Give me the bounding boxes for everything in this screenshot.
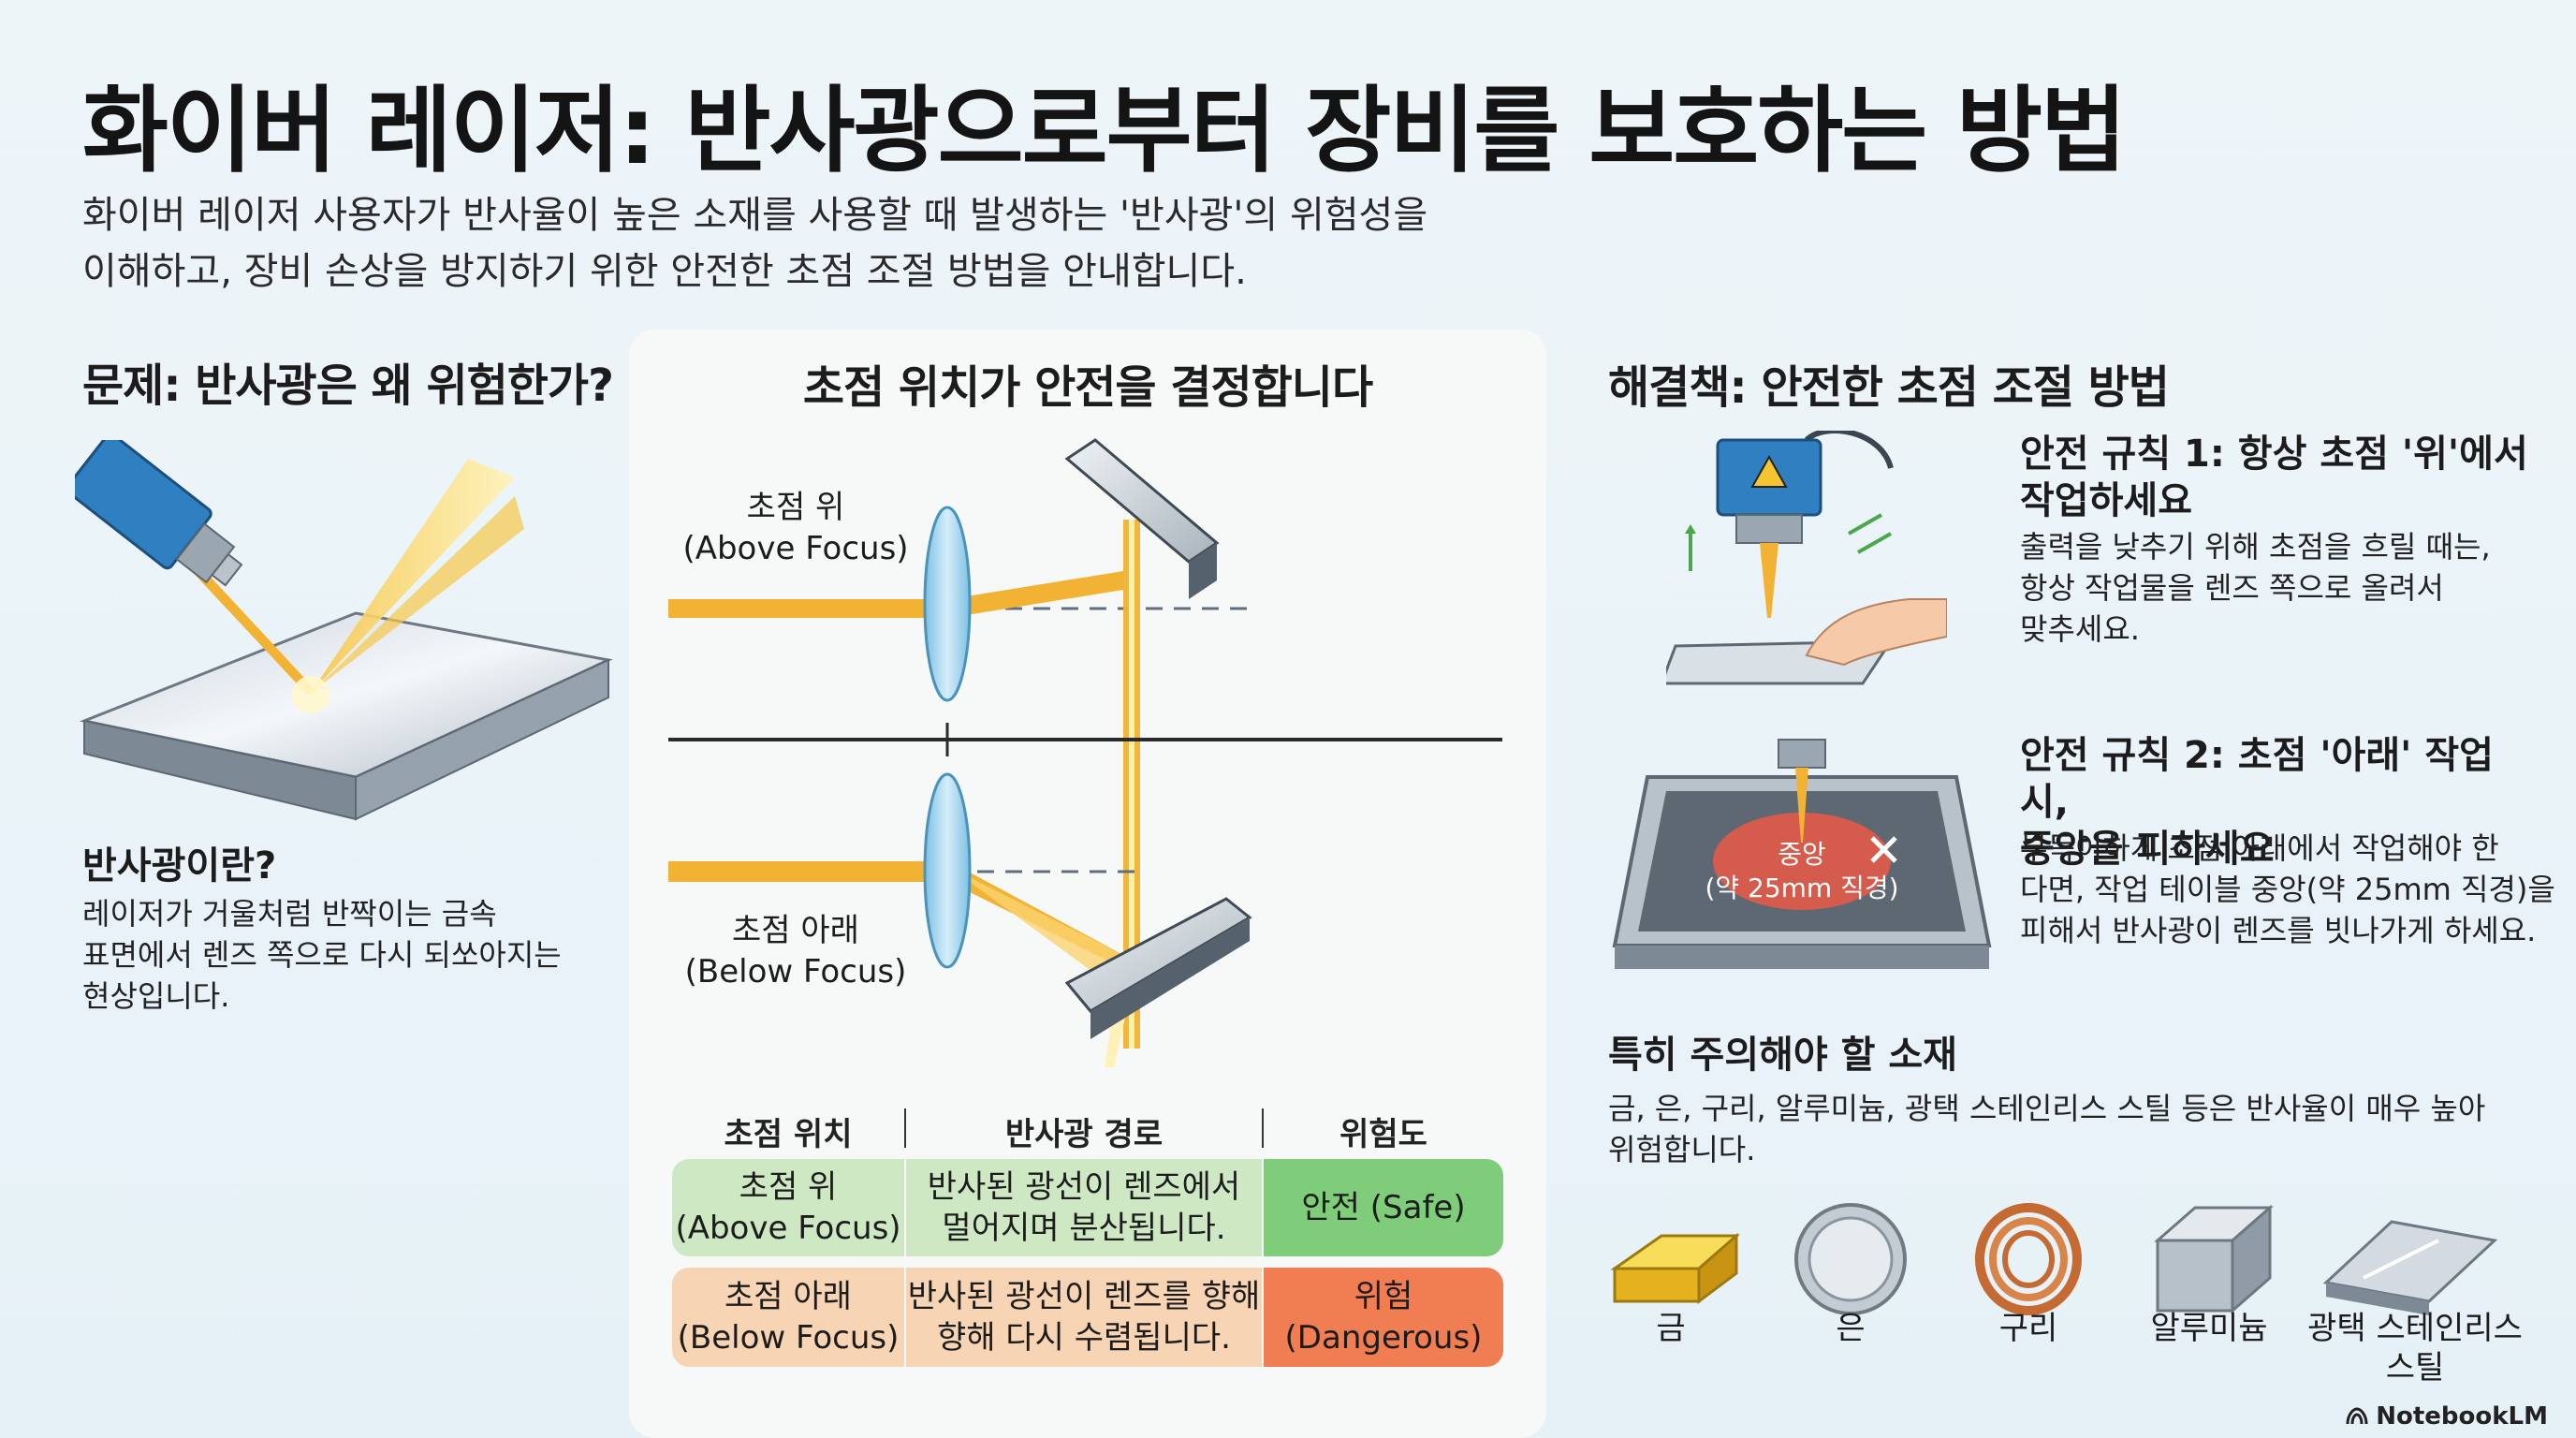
focus-heading: 초점 위치가 안전을 결정합니다 xyxy=(802,361,1373,414)
material-label-gold: 금 xyxy=(1656,1310,1686,1347)
table-header-path: 반사광 경로 xyxy=(1004,1116,1164,1153)
materials-body: 금, 은, 구리, 알루미늄, 광택 스테인리스 스틸 등은 반사율이 매우 높… xyxy=(1608,1088,2544,1170)
above-incoming-beam xyxy=(668,599,949,618)
notebooklm-logo-icon xyxy=(2346,1407,2368,1425)
rule2-illustration xyxy=(1612,739,1992,969)
below-lens xyxy=(923,772,972,969)
materials-body-line-1: 금, 은, 구리, 알루미늄, 광택 스테인리스 스틸 등은 반사율이 매우 높… xyxy=(1608,1091,2486,1126)
reflection-illustration xyxy=(75,440,613,821)
center-zone-label: 중앙 (약 25mm 직경) xyxy=(1705,839,1899,903)
table-row-above-risk: 안전 (Safe) xyxy=(1264,1159,1503,1256)
rule1-illustration xyxy=(1666,431,1947,685)
subtitle-line-1: 화이버 레이저 사용자가 반사율이 높은 소재를 사용할 때 발생하는 '반사광… xyxy=(82,194,1428,237)
rule2-title: 안전 규칙 2: 초점 '아래' 작업 시, 중앙을 피하세요 xyxy=(2020,732,2544,873)
above-focus-label: 초점 위 (Above Focus) xyxy=(674,487,917,569)
stainless-steel-icon xyxy=(2322,1220,2498,1315)
notebooklm-watermark: NotebookLM xyxy=(2346,1402,2548,1431)
problem-heading: 문제: 반사광은 왜 위험한가? xyxy=(82,360,614,412)
rule1-body: 출력을 낮추기 위해 초점을 흐릴 때는, 항상 작업물을 렌즈 쪽으로 올려서… xyxy=(2020,526,2544,650)
rule2-title-line-1: 안전 규칙 2: 초점 '아래' 작업 시, xyxy=(2020,734,2494,824)
solution-heading: 해결책: 안전한 초점 조절 방법 xyxy=(1608,361,2170,414)
rule2-body-line-1: 부득이하게 초점 아래에서 작업해야 한 xyxy=(2020,830,2499,866)
table-row-above-position: 초점 위(Above Focus) xyxy=(672,1159,904,1256)
rule2-body: 부득이하게 초점 아래에서 작업해야 한 다면, 작업 테이블 중앙(약 25m… xyxy=(2020,828,2563,951)
above-mirror xyxy=(1064,438,1220,599)
below-incoming-beam xyxy=(668,861,949,882)
table-header-position: 초점 위치 xyxy=(724,1116,853,1153)
page-title: 화이버 레이저: 반사광으로부터 장비를 보호하는 방법 xyxy=(82,76,2127,185)
material-label-stainless-steel: 광택 스테인리스 스틸 xyxy=(2307,1310,2523,1387)
reflection-definition-text: 레이저가 거울처럼 반짝이는 금속 표면에서 렌즈 쪽으로 다시 되쏘아지는 현… xyxy=(82,893,607,1017)
rule2-title-line-2: 중앙을 피하세요 xyxy=(2020,828,2275,871)
reflection-definition-title: 반사광이란? xyxy=(82,844,277,888)
material-label-copper: 구리 xyxy=(1998,1310,2058,1347)
materials-icons xyxy=(1610,1203,2498,1315)
rule1-title-line-2: 작업하세요 xyxy=(2020,479,2192,522)
rule1-body-line-2: 항상 작업물을 렌즈 쪽으로 올려서 xyxy=(2020,570,2444,606)
silver-icon xyxy=(1794,1203,1907,1315)
rule1-title-line-1: 안전 규칙 1: 항상 초점 '위'에서 xyxy=(2020,433,2528,476)
definition-line-1: 레이저가 거울처럼 반짝이는 금속 xyxy=(82,896,497,932)
footer-text: NotebookLM xyxy=(2376,1402,2548,1431)
materials-body-line-2: 위험합니다. xyxy=(1608,1132,1756,1167)
rule1-body-line-3: 맞추세요. xyxy=(2020,611,2140,647)
table-header-risk: 위험도 xyxy=(1339,1116,1427,1153)
material-label-aluminum: 알루미늄 xyxy=(2150,1310,2268,1347)
table-row-below-risk: 위험(Dangerous) xyxy=(1264,1268,1503,1367)
material-label-silver: 은 xyxy=(1836,1310,1866,1347)
below-focus-label-ko: 초점 아래 xyxy=(732,912,859,949)
rule2-body-line-2: 다면, 작업 테이블 중앙(약 25mm 직경)을 xyxy=(2020,872,2555,907)
rule2-body-line-3: 피해서 반사광이 렌즈를 빗나가게 하세요. xyxy=(2020,913,2537,948)
materials-heading: 특히 주의해야 할 소재 xyxy=(1608,1034,1957,1077)
rule1-title: 안전 규칙 1: 항상 초점 '위'에서 작업하세요 xyxy=(2020,431,2544,524)
above-lens xyxy=(923,506,972,702)
definition-line-2: 표면에서 렌즈 쪽으로 다시 되쏘아지는 xyxy=(82,937,562,973)
page-subtitle: 화이버 레이저 사용자가 반사율이 높은 소재를 사용할 때 발생하는 '반사광… xyxy=(82,187,1580,300)
above-focus-label-en: (Above Focus) xyxy=(682,530,909,567)
above-focus-label-ko: 초점 위 xyxy=(746,489,845,526)
subtitle-line-2: 이해하고, 장비 손상을 방지하기 위한 안전한 초점 조절 방법을 안내합니다… xyxy=(82,250,1247,293)
below-mirror xyxy=(1064,897,1252,1039)
below-focus-label-en: (Below Focus) xyxy=(684,953,907,990)
aluminum-icon xyxy=(2154,1204,2274,1314)
definition-line-3: 현상입니다. xyxy=(82,978,230,1014)
focus-ray-diagram xyxy=(668,438,1502,1067)
gold-icon xyxy=(1610,1232,1740,1304)
table-row-below-position: 초점 아래(Below Focus) xyxy=(672,1268,904,1367)
copper-icon xyxy=(1975,1203,2082,1315)
below-focus-label: 초점 아래 (Below Focus) xyxy=(674,910,917,992)
rule1-body-line-1: 출력을 낮추기 위해 초점을 흐릴 때는, xyxy=(2020,529,2491,565)
